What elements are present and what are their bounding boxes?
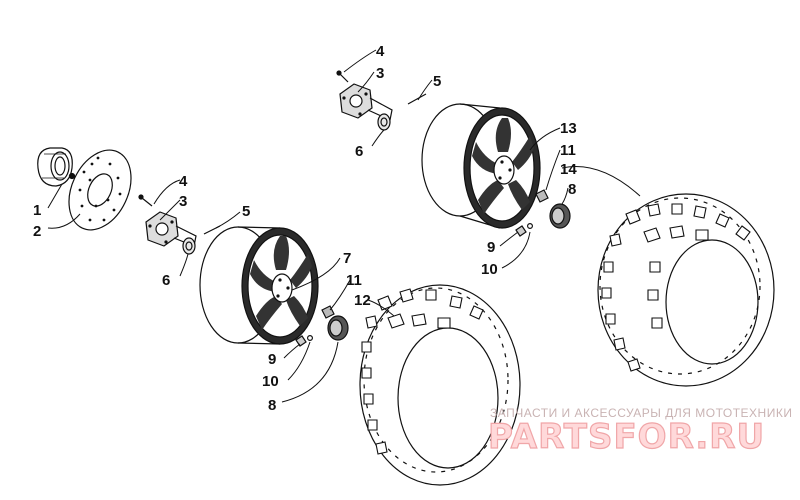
watermark: ЗАПЧАСТИ И АКСЕССУАРЫ ДЛЯ МОТОТЕХНИКИ PA…	[487, 406, 792, 458]
rear-lug-nut-part	[535, 189, 549, 203]
rear-rim-part	[421, 103, 541, 229]
rear-tire-part	[597, 193, 775, 387]
callout-9-rear: 9	[487, 239, 495, 256]
callout-14: 14	[560, 161, 577, 178]
leader-lines	[47, 49, 641, 403]
callout-5-rear: 5	[433, 73, 441, 90]
callout-1: 1	[33, 202, 41, 219]
callout-10-rear: 10	[481, 261, 498, 278]
brake-caliper-part	[37, 147, 76, 187]
callout-4-rear: 4	[376, 43, 385, 60]
callout-5-front: 5	[242, 203, 250, 220]
callout-13: 13	[560, 120, 577, 137]
callout-12: 12	[354, 292, 371, 309]
watermark-tagline: ЗАПЧАСТИ И АКСЕССУАРЫ ДЛЯ МОТОТЕХНИКИ	[490, 406, 792, 420]
callout-6-front: 6	[162, 272, 170, 289]
callout-3-front: 3	[179, 193, 187, 210]
callout-8-rear: 8	[568, 181, 576, 198]
rear-valve-stem-part	[515, 223, 533, 237]
callout-4-front: 4	[179, 173, 188, 190]
front-hub-cap-part	[327, 315, 349, 341]
rear-stud-part	[336, 70, 349, 83]
front-bearing-part	[182, 237, 196, 255]
watermark-brand-logo: PARTSFOR.RU	[488, 417, 765, 457]
rear-cotter-pin-part	[407, 93, 427, 105]
callout-7: 7	[343, 250, 351, 267]
front-tire-part	[359, 284, 521, 486]
callout-8-front: 8	[268, 397, 276, 414]
brake-disc-part	[68, 149, 132, 231]
front-stud-part	[138, 194, 153, 207]
callout-numbers: 1 2 4 3 5 6 7 11 12 9 10 8 4 3 5 6 13 11…	[33, 43, 577, 414]
rear-hub-part	[339, 83, 393, 121]
front-rim-part	[199, 226, 319, 345]
callout-9-front: 9	[268, 351, 276, 368]
callout-11-front: 11	[346, 272, 362, 289]
rear-hub-cap-part	[549, 203, 571, 229]
callout-6-rear: 6	[355, 143, 363, 160]
callout-10-front: 10	[262, 373, 279, 390]
front-valve-stem-part	[295, 335, 314, 347]
callout-3-rear: 3	[376, 65, 384, 82]
callout-11-rear: 11	[560, 142, 576, 159]
callout-2: 2	[33, 223, 41, 240]
rear-bearing-part	[377, 113, 391, 131]
